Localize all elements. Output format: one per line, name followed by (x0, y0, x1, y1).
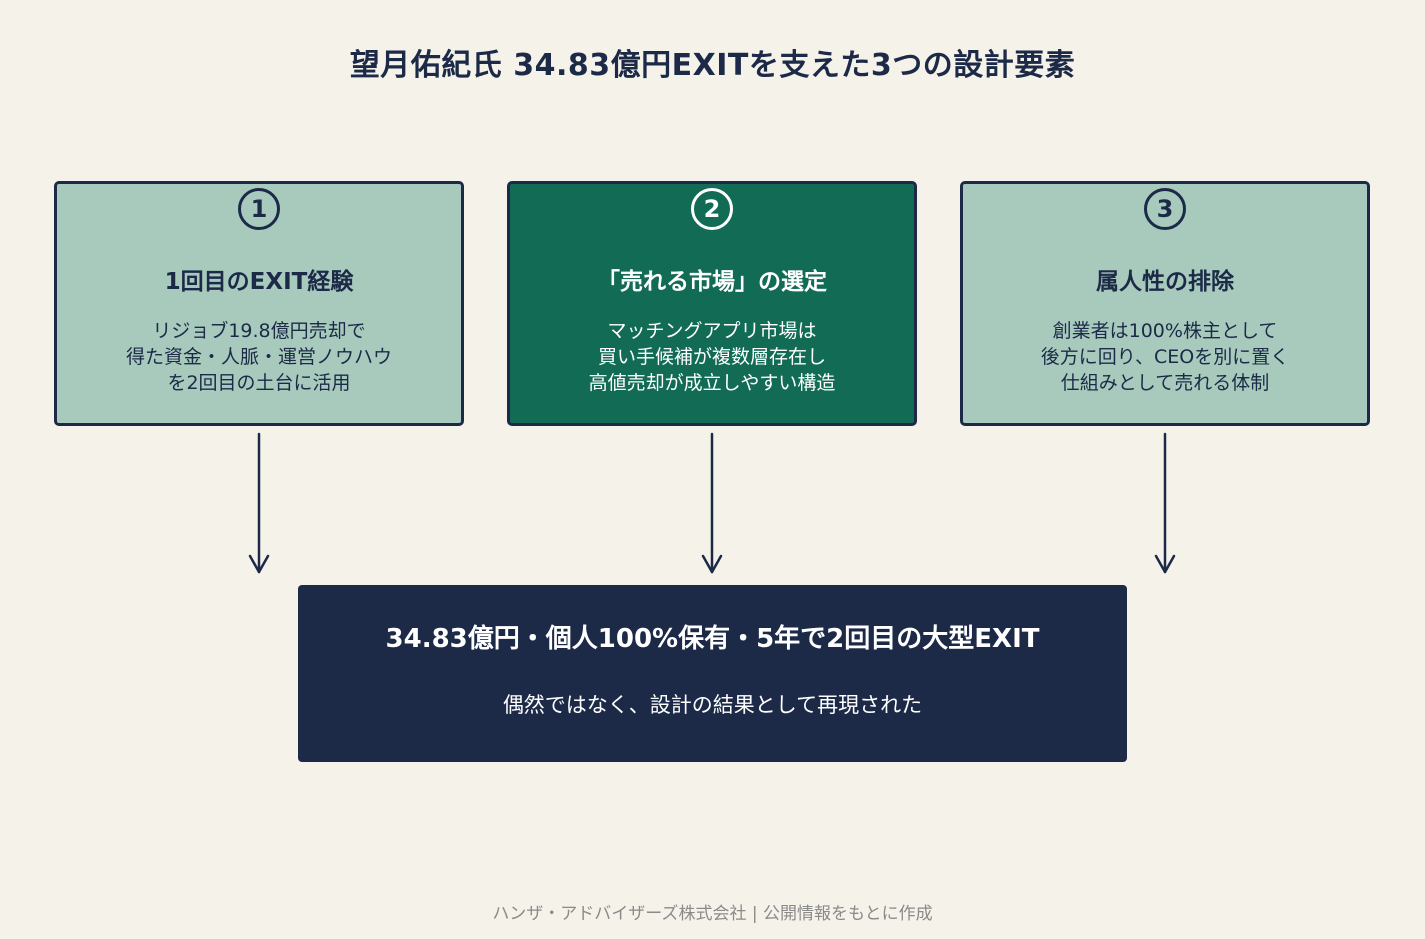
source-footer: ハンザ・アドバイザーズ株式会社 | 公開情報をもとに作成 (492, 904, 933, 924)
card-3-line-2: 後方に回り、CEOを別に置く (1040, 346, 1290, 368)
card-1-line-1: リジョブ19.8億円売却で (152, 320, 366, 342)
arrow-head-1 (248, 554, 270, 574)
number-badge-1: 1 (238, 188, 280, 230)
card-body-2: マッチングアプリ市場は 買い手候補が複数層存在し 高値売却が成立しやすい構造 (510, 318, 914, 396)
arrow-head-2 (701, 554, 723, 574)
card-2-line-1: マッチングアプリ市場は (607, 320, 817, 342)
card-2-line-3: 高値売却が成立しやすい構造 (588, 372, 836, 394)
result-box: 34.83億円・個人100%保有・5年で2回目の大型EXIT 偶然ではなく、設計… (298, 585, 1127, 762)
element-card-2: 2 「売れる市場」の選定 マッチングアプリ市場は 買い手候補が複数層存在し 高値… (507, 181, 917, 426)
card-1-line-2: 得た資金・人脈・運営ノウハウ (125, 346, 392, 368)
card-3-line-1: 創業者は100%株主として (1052, 320, 1278, 342)
card-3-line-3: 仕組みとして売れる体制 (1060, 372, 1270, 394)
element-card-3: 3 属人性の排除 創業者は100%株主として 後方に回り、CEOを別に置く 仕組… (960, 181, 1370, 426)
result-headline: 34.83億円・個人100%保有・5年で2回目の大型EXIT (385, 624, 1040, 654)
card-heading-1: 1回目のEXIT経験 (164, 269, 354, 295)
card-body-3: 創業者は100%株主として 後方に回り、CEOを別に置く 仕組みとして売れる体制 (963, 318, 1367, 396)
element-card-1: 1 1回目のEXIT経験 リジョブ19.8億円売却で 得た資金・人脈・運営ノウハ… (54, 181, 464, 426)
arrow-head-3 (1154, 554, 1176, 574)
card-body-1: リジョブ19.8億円売却で 得た資金・人脈・運営ノウハウ を2回目の土台に活用 (57, 318, 461, 396)
result-subline: 偶然ではなく、設計の結果として再現された (502, 693, 923, 717)
number-badge-2: 2 (691, 188, 733, 230)
diagram-title: 望月佑紀氏 34.83億円EXITを支えた3つの設計要素 (349, 48, 1076, 83)
card-heading-2: 「売れる市場」の選定 (597, 269, 827, 295)
number-badge-3: 3 (1144, 188, 1186, 230)
card-2-line-2: 買い手候補が複数層存在し (597, 346, 826, 368)
card-heading-3: 属人性の排除 (1096, 269, 1234, 295)
card-1-line-3: を2回目の土台に活用 (167, 372, 351, 394)
